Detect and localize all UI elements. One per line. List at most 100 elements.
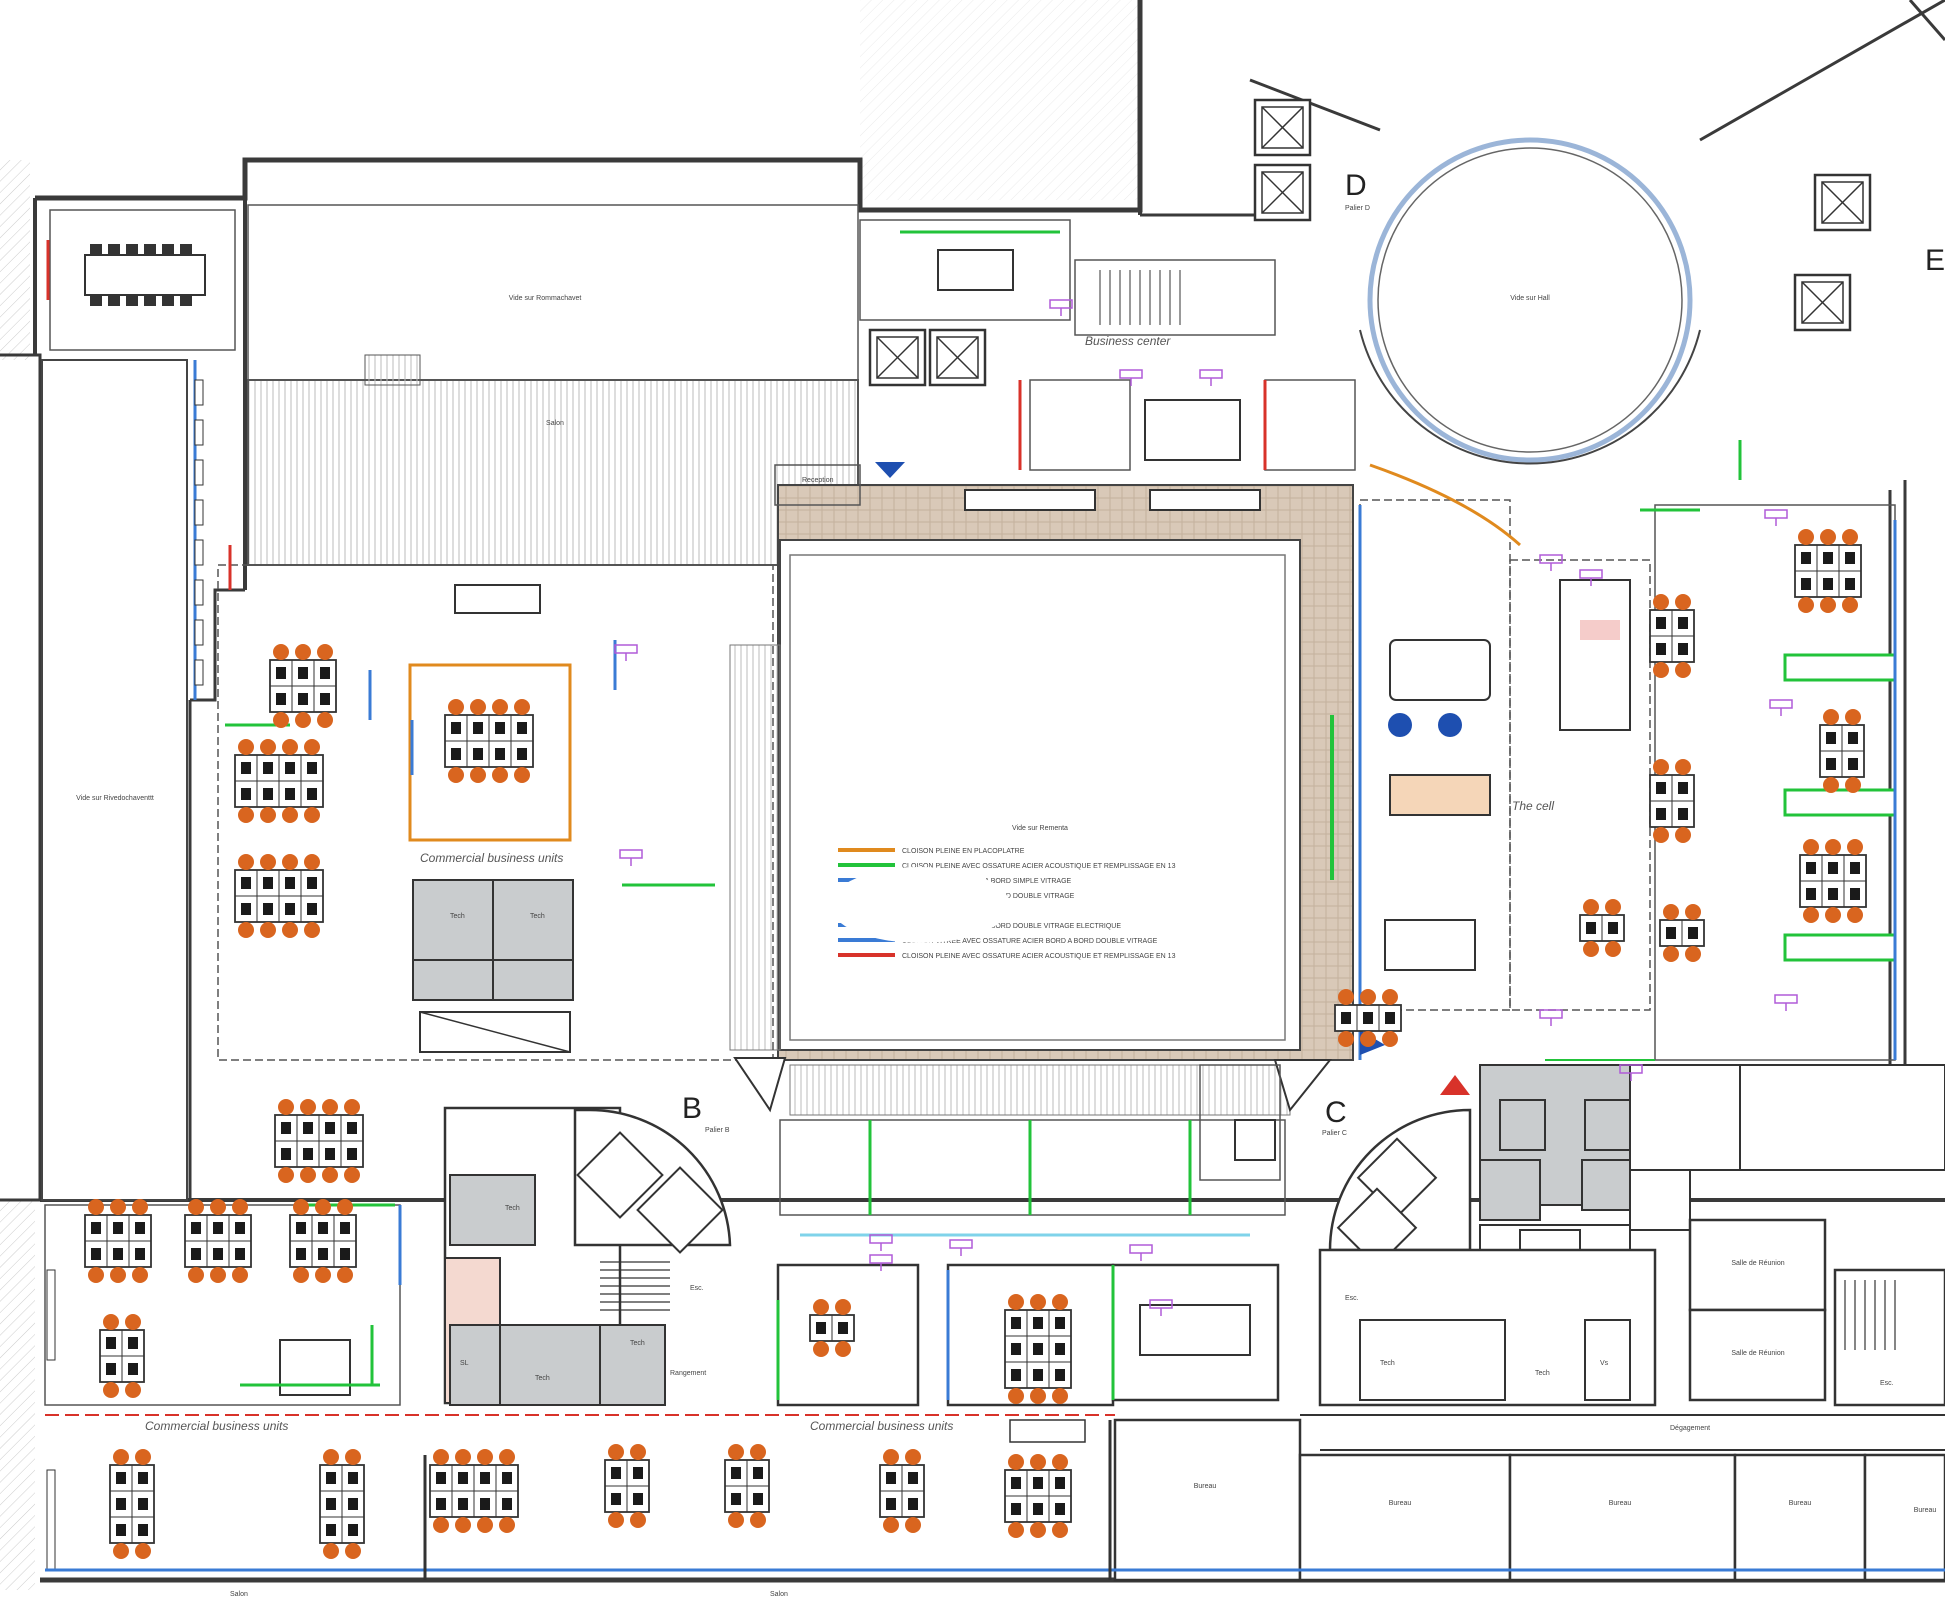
chair <box>1583 899 1599 915</box>
desk-cluster <box>879 1449 925 1533</box>
chair <box>304 922 320 938</box>
workstation <box>1823 578 1833 590</box>
workstation <box>276 693 286 705</box>
chair <box>1663 904 1679 920</box>
stair-core-c <box>1273 1059 1472 1269</box>
redaction-blob <box>830 867 1010 943</box>
window-mullion <box>194 459 204 486</box>
chair <box>448 699 464 715</box>
office-label-5: Bureau <box>1914 1507 1937 1514</box>
workstation <box>436 1472 446 1484</box>
chair <box>315 1267 331 1283</box>
meeting-room-top-left <box>46 209 236 351</box>
chair <box>455 1449 471 1465</box>
workstation <box>633 1493 643 1505</box>
chair <box>293 1267 309 1283</box>
office-label-2: Bureau <box>1389 1500 1412 1507</box>
chair <box>499 1449 515 1465</box>
chair <box>1030 1294 1046 1310</box>
desk-cluster <box>234 739 324 823</box>
sl-label: SL <box>460 1360 469 1367</box>
chair <box>125 1314 141 1330</box>
chair <box>448 767 464 783</box>
tech-label-4: Tech <box>535 1375 550 1382</box>
room-tags <box>614 299 1798 1316</box>
workstation <box>1608 922 1618 934</box>
window-mullion <box>194 539 204 566</box>
workstation <box>325 1122 335 1134</box>
chair <box>110 1199 126 1215</box>
stair-core-b <box>573 1057 787 1254</box>
desk-cluster <box>1004 1454 1072 1538</box>
chair <box>88 1199 104 1215</box>
chair <box>1803 907 1819 923</box>
core-letter-d: D <box>1345 169 1367 202</box>
chair <box>1008 1388 1024 1404</box>
desk-cluster <box>809 1299 855 1357</box>
desk-cluster <box>319 1449 365 1559</box>
workstation <box>1828 888 1838 900</box>
workstation <box>263 903 273 915</box>
office-label-1: Bureau <box>1194 1483 1217 1490</box>
workstation <box>298 693 308 705</box>
room-tag <box>1539 554 1563 564</box>
rotunda-label: Vide sur Hall <box>1510 295 1550 302</box>
desk-cluster <box>444 699 534 783</box>
tech-label-1: Tech <box>450 913 465 920</box>
desk-cluster <box>604 1444 650 1528</box>
lift-shaft <box>928 328 987 387</box>
workstation <box>1055 1503 1065 1515</box>
workstation <box>326 1498 336 1510</box>
chair <box>238 854 254 870</box>
workstation <box>1055 1369 1065 1381</box>
chair <box>883 1449 899 1465</box>
workstation <box>296 1222 306 1234</box>
chair <box>132 1267 148 1283</box>
workstation <box>116 1472 126 1484</box>
workstation <box>1826 758 1836 770</box>
chair <box>630 1444 646 1460</box>
workstation <box>348 1472 358 1484</box>
partition-accents <box>225 230 1742 1285</box>
tech-label-6: Tech <box>1380 1360 1395 1367</box>
workstation <box>326 1524 336 1536</box>
desk-cluster <box>724 1444 770 1528</box>
chair <box>1030 1522 1046 1538</box>
workstation <box>285 903 295 915</box>
workstation <box>281 1122 291 1134</box>
desk-cluster <box>109 1449 155 1559</box>
workstation <box>1656 617 1666 629</box>
chair <box>905 1517 921 1533</box>
chair <box>477 1517 493 1533</box>
chair <box>728 1444 744 1460</box>
chair <box>304 807 320 823</box>
workstation <box>347 1122 357 1134</box>
workstation <box>191 1222 201 1234</box>
business-center-label: Business center <box>1085 334 1171 348</box>
salon-deck: Salon <box>247 354 859 566</box>
window-mullions <box>194 379 204 686</box>
chair <box>337 1267 353 1283</box>
core-letter-b: B <box>682 1092 702 1125</box>
workstation <box>91 1248 101 1260</box>
chair <box>1675 662 1691 678</box>
workstation <box>298 667 308 679</box>
chair <box>905 1449 921 1465</box>
chair <box>750 1512 766 1528</box>
workstation <box>731 1493 741 1505</box>
workstation <box>1033 1369 1043 1381</box>
workstation <box>1033 1477 1043 1489</box>
chair <box>282 739 298 755</box>
workstation <box>502 1472 512 1484</box>
workstation <box>285 788 295 800</box>
workstation <box>235 1248 245 1260</box>
chair <box>110 1267 126 1283</box>
the-cell-label: The cell <box>1512 799 1554 813</box>
chair <box>1845 777 1861 793</box>
chair <box>113 1543 129 1559</box>
workstation <box>307 903 317 915</box>
lift-shaft <box>1813 173 1872 232</box>
bottom-label-1: Salon <box>230 1591 248 1598</box>
workstation <box>480 1498 490 1510</box>
workstation <box>1033 1317 1043 1329</box>
